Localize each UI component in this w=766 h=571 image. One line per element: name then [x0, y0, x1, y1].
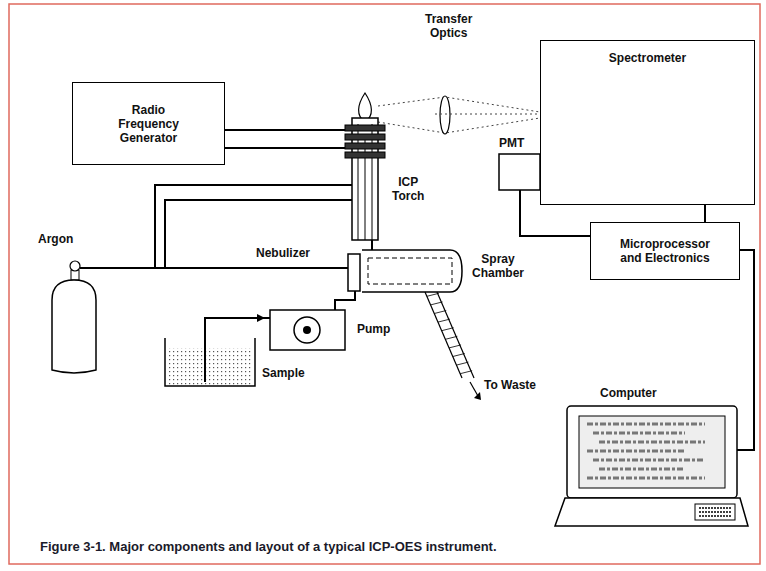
part-label: Argon: [38, 232, 73, 246]
computer-part: [587, 423, 705, 426]
connector-line: [704, 205, 706, 222]
connector-line: [205, 318, 265, 330]
layout-stroke: [460, 371, 472, 374]
sample-beaker-part: [204, 330, 206, 382]
connector-line: [740, 250, 754, 450]
layout-stroke: [434, 311, 446, 314]
layout-stroke: [456, 362, 468, 365]
part-label: Nebulizer: [256, 246, 310, 260]
generator-box: Radio Frequency Generator: [72, 82, 225, 165]
argon-tank-part: [70, 261, 80, 271]
part-label: ICP Torch: [392, 175, 424, 203]
electronics-box: Microprocessor and Electronics: [590, 222, 740, 280]
computer-part: [587, 477, 705, 480]
pump-part: [303, 326, 311, 334]
optical-path: [435, 114, 540, 115]
annotation-label: To Waste: [484, 378, 536, 392]
part-label: Pump: [357, 322, 390, 336]
argon-tank-part: [52, 280, 96, 373]
icp-torch-part: [340, 184, 352, 186]
layout-stroke: [445, 336, 457, 339]
pmt-part: [519, 190, 521, 193]
icp-torch-part: [345, 152, 385, 158]
part-label: PMT: [499, 136, 524, 150]
box-label: Radio Frequency Generator: [118, 103, 179, 145]
pump-part: [294, 317, 320, 343]
connector-line: [335, 295, 355, 306]
layout-stroke: [438, 319, 450, 322]
connector-line: [371, 240, 373, 246]
layout-stroke: [440, 96, 450, 134]
computer-part: [695, 504, 735, 520]
computer: Computer: [555, 386, 748, 535]
layout-stroke: [427, 293, 472, 373]
icp-torch: ICP Torch: [340, 90, 435, 240]
layout-stroke: [474, 392, 481, 400]
icp-torch-part: [345, 134, 385, 140]
connector-line: [108, 185, 340, 268]
pmt-part: [499, 154, 540, 190]
layout-stroke: [225, 147, 340, 149]
icp-torch-part: [340, 147, 345, 149]
part-label: Computer: [600, 386, 657, 400]
sample-beaker-part: [165, 338, 255, 386]
icp-torch-drawing: [340, 90, 435, 240]
icp-torch-part: [345, 125, 385, 131]
icp-torch-part: [340, 129, 345, 131]
annotation-label: Transfer Optics: [425, 12, 472, 40]
nebulizer-part: [348, 254, 360, 291]
computer-part: [587, 450, 685, 453]
box-label: Microprocessor and Electronics: [620, 237, 710, 265]
layout-stroke: [449, 345, 461, 348]
computer-drawing: [555, 386, 748, 535]
layout-stroke: [470, 382, 478, 396]
argon-tank-part: [80, 267, 108, 269]
icp-torch-part: [365, 134, 366, 240]
layout-stroke: [378, 118, 540, 133]
spray-chamber-part: [368, 258, 452, 284]
layout-stroke: [427, 293, 439, 296]
spray-chamber-part: [362, 250, 462, 292]
computer-part: [593, 459, 705, 462]
computer-part: [699, 508, 731, 516]
layout-stroke: [453, 354, 465, 357]
layout-stroke: [437, 292, 474, 378]
connector-line: [225, 129, 340, 131]
icp-torch-part: [345, 143, 385, 149]
argon-tank-drawing: [38, 232, 108, 377]
layout-stroke: [442, 328, 454, 331]
icp-torch-part: [372, 124, 373, 240]
layout-stroke: [378, 97, 540, 112]
layout-stroke: [165, 200, 340, 268]
layout-stroke: [9, 4, 760, 564]
computer-part: [567, 406, 737, 498]
nebulizer-part: [354, 291, 356, 295]
argon-tank: Argon: [38, 232, 108, 377]
box-label: Spectrometer: [609, 51, 686, 65]
computer-part: [555, 498, 748, 526]
pump-part: [270, 310, 345, 350]
spray-chamber: Spray Chamber: [362, 246, 547, 298]
part-label: Spray Chamber: [472, 252, 524, 280]
icp-torch-part: [340, 199, 352, 201]
icp-torch-part: [358, 124, 359, 240]
nebulizer: Nebulizer: [250, 246, 362, 295]
figure-caption: Figure 3-1. Major components and layout …: [40, 539, 497, 555]
computer-part: [599, 468, 685, 471]
sample-beaker: Sample: [160, 330, 315, 392]
part-label: Sample: [262, 366, 305, 380]
computer-part: [593, 432, 685, 435]
sample-beaker-drawing: [160, 330, 315, 392]
computer-part: [579, 416, 725, 488]
layout-stroke: [431, 302, 443, 305]
nebulizer-part: [250, 267, 348, 269]
computer-part: [737, 449, 748, 451]
pmt: PMT: [497, 136, 540, 193]
spectrometer-box: Spectrometer: [540, 40, 755, 205]
computer-part: [599, 441, 705, 444]
sample-beaker-part: [167, 348, 253, 385]
pump: Pump: [265, 306, 400, 354]
